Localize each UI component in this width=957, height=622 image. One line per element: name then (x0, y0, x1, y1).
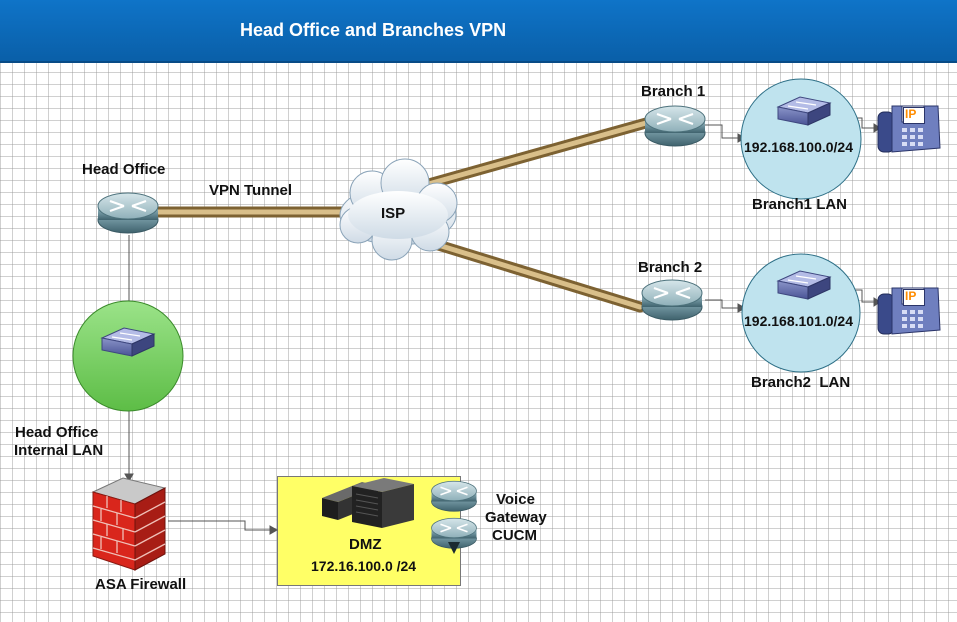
dmz-label: DMZ (349, 536, 382, 553)
internal-lan-label-line2: Internal LAN (14, 442, 104, 459)
branch2-label: Branch 2 (638, 259, 703, 276)
page-title: Head Office and Branches VPN (240, 20, 507, 40)
vpn-tunnel-links (152, 117, 652, 313)
router-icon (640, 278, 704, 322)
branch1-label: Branch 1 (641, 83, 706, 100)
server-rack-icon (322, 478, 414, 528)
firewall-icon (91, 477, 167, 571)
dmz-subnet: 172.16.100.0 /24 (311, 558, 417, 574)
internal-lan-circle (72, 300, 184, 412)
internal-lan-label-line1: Head Office (15, 424, 99, 441)
ip-badge-text: IP (905, 107, 917, 121)
voice-label-line3: CUCM (492, 527, 537, 544)
cloud-icon (339, 158, 458, 261)
vpn-tunnel-label: VPN Tunnel (209, 182, 293, 199)
voice-label-line1: Voice (496, 491, 535, 508)
ip-badge (903, 107, 925, 124)
branch2-lan-label: Branch2 LAN (751, 374, 851, 391)
branch1-subnet: 192.168.100.0/24 (744, 139, 853, 155)
header-banner: Head Office and Branches VPN (0, 0, 957, 63)
ip-badge-text: IP (905, 289, 917, 303)
voice-gateway-icon (430, 480, 478, 554)
router-icon (643, 104, 707, 148)
router-icon (96, 191, 160, 235)
ip-badge (903, 289, 925, 306)
asa-firewall-label: ASA Firewall (95, 576, 187, 593)
head-office-label: Head Office (82, 161, 166, 178)
voice-label-line2: Gateway (485, 509, 547, 526)
branch2-subnet: 192.168.101.0/24 (744, 313, 853, 329)
branch1-lan-circle (740, 78, 862, 200)
isp-label: ISP (381, 205, 406, 222)
branch1-lan-label: Branch1 LAN (752, 196, 848, 213)
